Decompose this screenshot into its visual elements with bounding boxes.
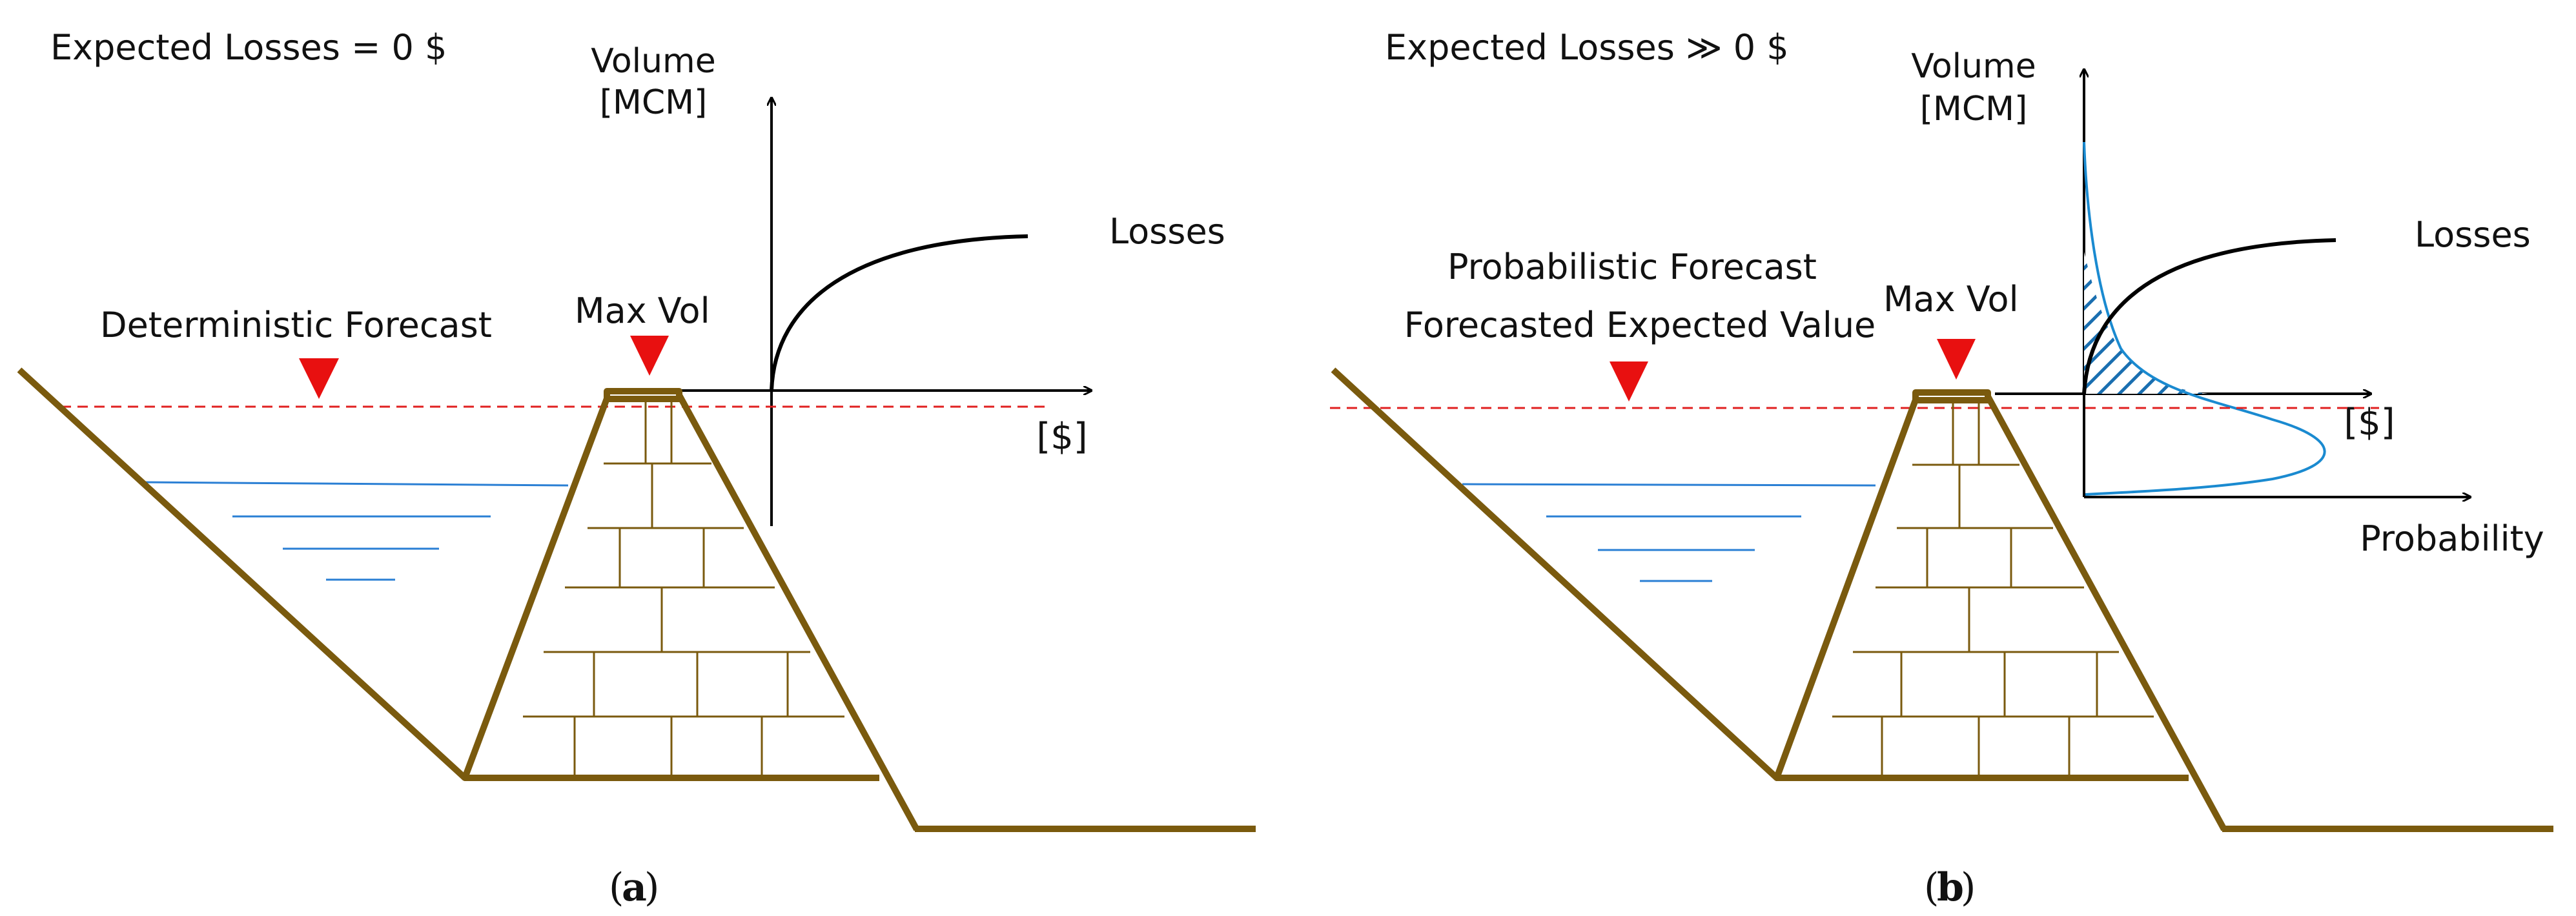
- caption-a-open: (: [609, 865, 624, 910]
- probability-density-curve: [2083, 141, 2326, 496]
- panel-a: Expected Losses = 0 $ Volume [MCM] [$] L…: [17, 27, 1256, 910]
- max-vol-marker: [630, 336, 669, 376]
- caption-a-letter: a: [622, 865, 647, 910]
- reservoir-water: [1462, 483, 1876, 582]
- volume-unit-label: [MCM]: [1920, 90, 2028, 128]
- probabilistic-forecast-label: Probabilistic Forecast: [1447, 247, 1817, 287]
- hatched-probability-area: [2084, 252, 2208, 394]
- caption-b-open: (: [1924, 865, 1939, 910]
- panel-b: Expected Losses ≫ 0 $ Volume [MCM] [$] P…: [1330, 27, 2553, 910]
- volume-unit-label: [MCM]: [600, 83, 708, 122]
- max-vol-label: Max Vol: [1883, 279, 2019, 320]
- losses-curve: [2082, 238, 2336, 394]
- cost-axis-label: [$]: [1036, 416, 1087, 458]
- volume-label: Volume: [591, 42, 715, 81]
- forecast-marker: [299, 358, 339, 399]
- caption-a-close: ): [644, 865, 659, 910]
- losses-label: Losses: [2415, 214, 2531, 255]
- dam: [462, 388, 920, 831]
- terrain: [17, 367, 1256, 832]
- volume-label: Volume: [1911, 47, 2036, 86]
- deterministic-forecast-label: Deterministic Forecast: [100, 305, 492, 345]
- forecasted-expected-value-label: Forecasted Expected Value: [1404, 305, 1876, 345]
- terrain: [1331, 367, 2553, 832]
- expected-losses-label: Expected Losses ≫ 0 $: [1385, 27, 1789, 68]
- dam: [1774, 389, 2227, 831]
- probability-axis-label: Probability: [2360, 518, 2544, 559]
- losses-label: Losses: [1109, 211, 1225, 252]
- reservoir-water: [145, 481, 569, 581]
- losses-curve: [770, 234, 1028, 391]
- cost-axis-label: [$]: [2344, 402, 2395, 443]
- caption-b-letter: b: [1937, 865, 1964, 910]
- forecast-marker: [1610, 361, 1648, 402]
- max-vol-label: Max Vol: [575, 290, 710, 331]
- max-vol-marker: [1937, 339, 1976, 380]
- expected-losses-label: Expected Losses = 0 $: [50, 27, 447, 68]
- caption-b-close: ): [1961, 865, 1976, 910]
